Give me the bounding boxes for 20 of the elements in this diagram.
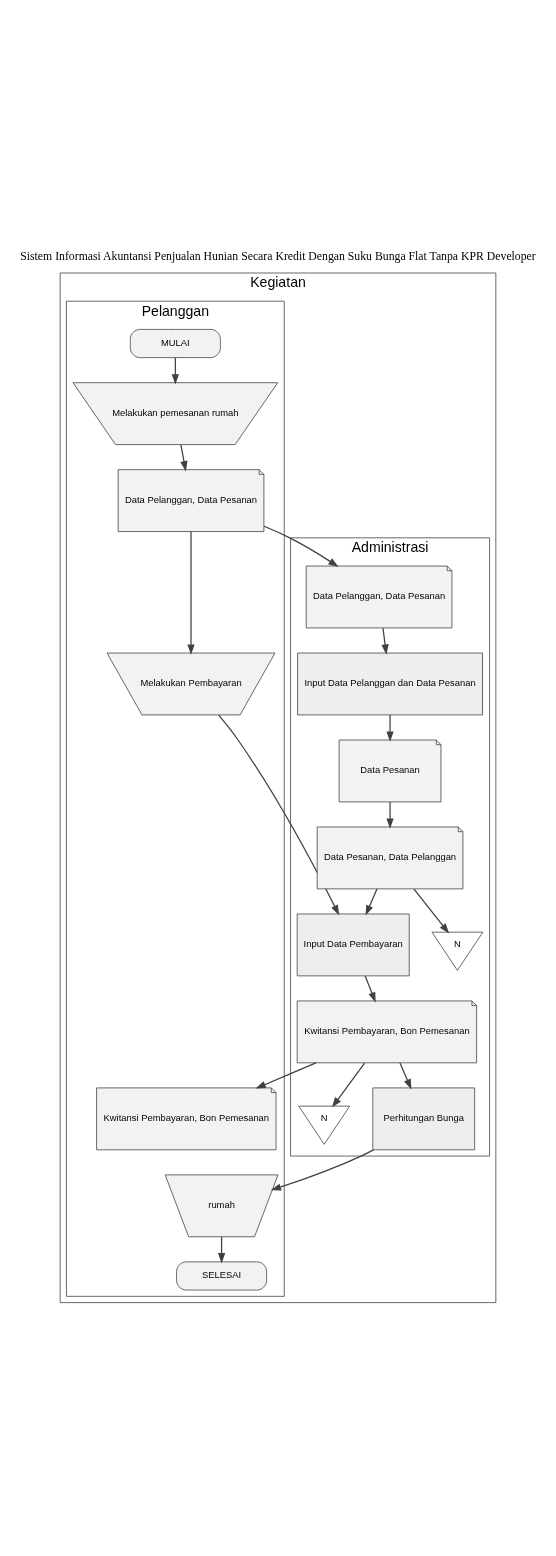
node-box: Input Data Pelanggan dan Data Pesanan xyxy=(297,652,483,716)
node-box: MULAI xyxy=(129,329,221,358)
arrow xyxy=(381,627,389,655)
arrow xyxy=(364,975,376,1003)
arrow xyxy=(399,1062,412,1090)
arrow xyxy=(331,1062,366,1108)
arrow xyxy=(413,888,450,934)
arrow xyxy=(218,714,340,916)
arrow xyxy=(270,1149,375,1191)
arrow xyxy=(187,531,195,655)
node-box: Input Data Pembayaran xyxy=(296,913,410,977)
arrow xyxy=(386,801,394,829)
arrow xyxy=(180,444,188,472)
node-box: Perhitungan Bunga xyxy=(372,1087,476,1151)
arrow xyxy=(255,1062,317,1089)
node-box: SELESAI xyxy=(176,1261,268,1291)
arrow xyxy=(365,888,378,916)
diagram-title: Sistem Informasi Akuntansi Penjualan Hunian Secara Kredit Dengan Suku Bunga Flat Tanpa KPR Developer xyxy=(20,249,536,263)
arrow xyxy=(386,714,394,742)
arrow xyxy=(263,525,339,567)
